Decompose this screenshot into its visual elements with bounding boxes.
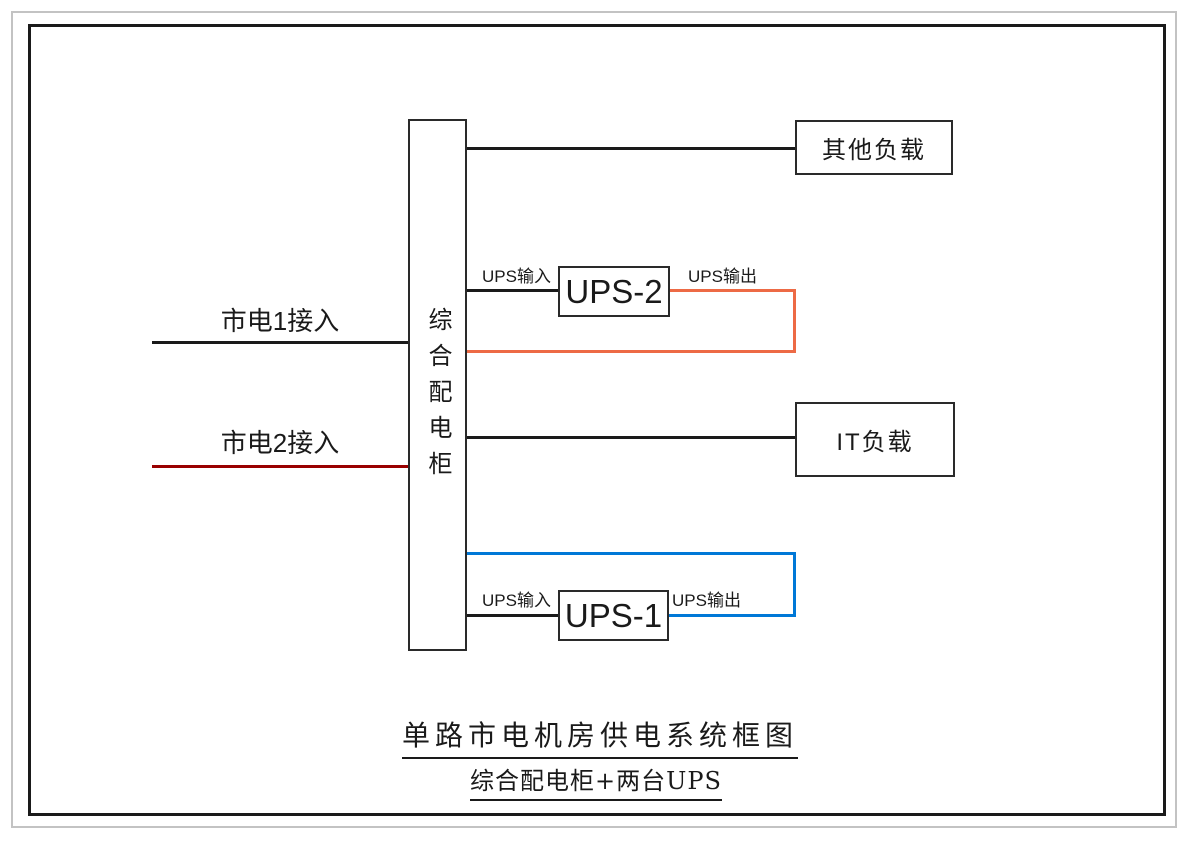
ups1-output-line-return: [463, 552, 796, 555]
ups2-name: UPS-2: [565, 272, 663, 310]
mains1-line: [152, 341, 412, 344]
ups1-input-line: [463, 614, 560, 617]
mains2-line: [152, 465, 412, 468]
ups1-output-line-bottom: [666, 614, 796, 617]
mains2-label: 市电2接入: [220, 428, 340, 458]
other-load-box: 其他负载: [795, 120, 953, 175]
ups2-input-line: [463, 289, 560, 292]
ups1-box: UPS-1: [558, 590, 669, 641]
inner-border-frame: [28, 24, 1166, 816]
diagram-title: 单路市电机房供电系统框图: [300, 714, 900, 759]
ups2-output-line-vertical: [793, 289, 796, 353]
it-load-label: IT负载: [836, 429, 914, 456]
ups2-output-line-top: [666, 289, 796, 292]
ups1-input-label: UPS输入: [482, 591, 551, 610]
it-load-box: IT负载: [795, 402, 955, 477]
diagram-subtitle-text: 综合配电柜+两台UPS: [470, 761, 722, 801]
distribution-cabinet-box: 综合配电柜: [408, 119, 467, 651]
mains1-label: 市电1接入: [220, 306, 340, 336]
diagram-subtitle: 综合配电柜+两台UPS: [296, 761, 896, 801]
ups2-input-label: UPS输入: [482, 267, 551, 286]
it-load-line: [463, 436, 799, 439]
ups2-output-line-return: [463, 350, 796, 353]
ups1-name: UPS-1: [564, 596, 663, 634]
diagram-title-text: 单路市电机房供电系统框图: [401, 714, 798, 759]
ups1-output-line-vertical: [793, 552, 796, 617]
ups2-output-label: UPS输出: [688, 267, 757, 286]
ups1-output-label: UPS输出: [672, 591, 741, 610]
other-load-label: 其他负载: [822, 137, 926, 164]
ups2-box: UPS-2: [558, 266, 670, 317]
distribution-cabinet-label: 综合配电柜: [424, 307, 451, 487]
other-load-line: [463, 147, 799, 150]
outer-border-frame: [11, 11, 1177, 828]
